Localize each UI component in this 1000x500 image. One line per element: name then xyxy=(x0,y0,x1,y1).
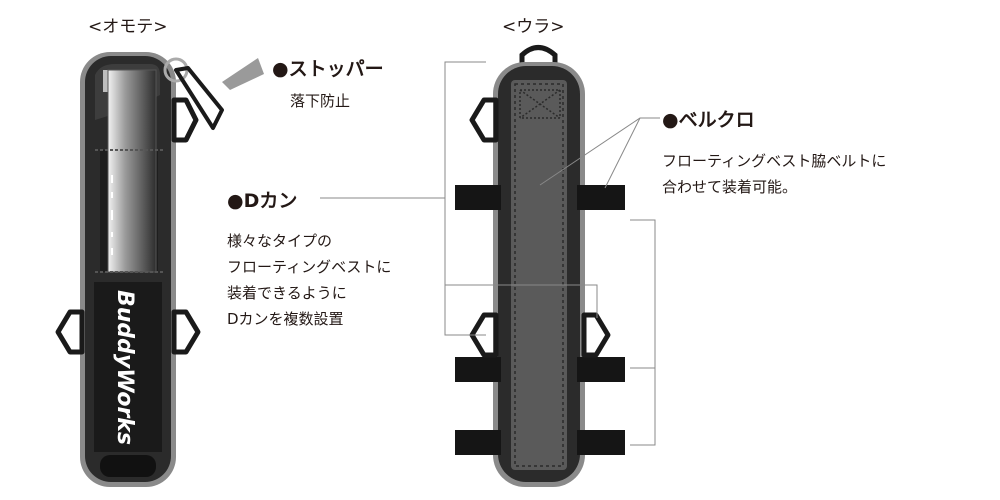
front-brand-logo: BuddyWorks xyxy=(112,290,137,445)
stopper-clip xyxy=(174,66,224,130)
back-velcro-strap-left-2 xyxy=(455,357,501,382)
back-velcro-strap-right-3 xyxy=(577,430,625,455)
front-rod-handle xyxy=(108,70,156,272)
front-view-label: <オモテ> xyxy=(88,17,168,37)
velcro-callout-body: フローティングベスト脇ベルトに 合わせて装着可能。 xyxy=(662,148,886,200)
back-velcro-strap-left-1 xyxy=(455,185,501,210)
velcro-bracket xyxy=(630,219,656,446)
front-d-ring-upper xyxy=(171,97,199,143)
back-d-ring-lower-left xyxy=(469,312,499,358)
back-velcro-strap-left-3 xyxy=(455,430,501,455)
back-velcro-strap-right-2 xyxy=(577,357,625,382)
d-ring-bracket-right xyxy=(445,284,598,318)
d-ring-callout-title: ●Dカン xyxy=(227,190,298,212)
d-ring-callout-body: 様々なタイプの フローティングベストに 装着できるように Dカンを複数設置 xyxy=(227,228,391,332)
stopper-clip-label xyxy=(189,77,213,107)
stopper-carabiner xyxy=(163,57,224,130)
velcro-callout-line: 合わせて装着可能。 xyxy=(662,178,798,196)
back-velcro-panel xyxy=(511,80,567,470)
back-d-ring-lower-right xyxy=(581,312,611,358)
d-ring-callout-line: 様々なタイプの xyxy=(227,232,333,250)
d-ring-callout-line: 装着できるように xyxy=(227,284,347,302)
back-case xyxy=(455,45,625,487)
back-panel-stitch xyxy=(514,83,564,467)
back-x-stitch-box xyxy=(519,89,561,119)
front-lower-pocket xyxy=(94,282,162,452)
front-bottom-cap xyxy=(100,455,156,477)
front-rod-marks xyxy=(111,175,113,255)
d-ring-callout-line: フローティングベストに xyxy=(227,258,392,276)
back-top-handle xyxy=(519,45,558,70)
d-ring-callout-line: Dカンを複数設置 xyxy=(227,310,344,328)
velcro-leader-strap xyxy=(604,117,641,189)
velcro-callout-line: フローティングベスト脇ベルトに xyxy=(662,152,887,170)
d-ring-bracket-left xyxy=(444,61,486,336)
stopper-arrow xyxy=(222,58,264,90)
back-view-label: <ウラ> xyxy=(502,17,565,37)
front-case: BuddyWorks xyxy=(55,52,224,487)
stopper-callout-body: 落下防止 xyxy=(290,88,350,114)
stopper-callout-title: ●ストッパー xyxy=(272,58,384,80)
back-d-ring-upper-left xyxy=(469,97,499,143)
leader-lines xyxy=(320,61,660,446)
front-d-ring-right xyxy=(171,309,201,355)
back-velcro-strap-right-1 xyxy=(577,185,625,210)
velcro-callout-title: ●ベルクロ xyxy=(662,109,755,131)
stopper-callout-line: 落下防止 xyxy=(290,92,351,110)
front-d-ring-left xyxy=(55,309,85,355)
